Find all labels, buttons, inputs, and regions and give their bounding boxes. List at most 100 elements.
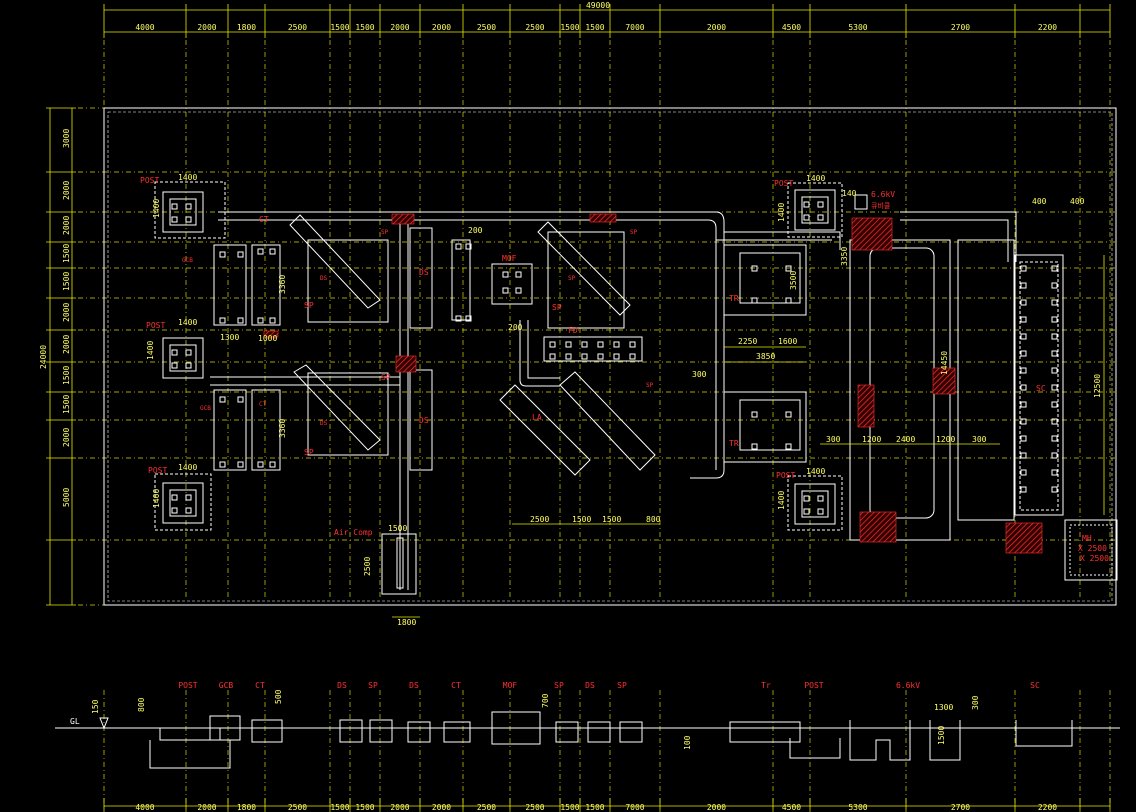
section-label-14: 6.6kV xyxy=(896,681,920,690)
post-footing-5 xyxy=(794,483,836,525)
bottom-dimension-1: 4000 xyxy=(135,803,154,812)
section-label-10: DS xyxy=(585,681,595,690)
top-dimension-1: 4000 xyxy=(135,23,154,32)
top-dimension-11: 1500 xyxy=(560,23,579,32)
bottom-dimension-12: 1500 xyxy=(585,803,604,812)
sp-label-7: SP xyxy=(646,382,654,389)
left-dimension-5: 1500 xyxy=(62,272,71,291)
ds-label-1: DS xyxy=(419,268,429,277)
post-label-1: POST xyxy=(140,176,159,185)
bottom-dimension-3: 1800 xyxy=(237,803,256,812)
dim-1500-b: 1500 xyxy=(602,515,621,524)
section-label-2: GCB xyxy=(219,681,234,690)
dim-1200-b: 1200 xyxy=(936,435,955,444)
left-dimension-3: 2000 xyxy=(62,216,71,235)
section-dim-1300: 1300 xyxy=(934,703,953,712)
dim-1800: 1800 xyxy=(397,618,416,627)
section-label-1: POST xyxy=(178,681,197,690)
top-dimension-3: 1800 xyxy=(237,23,256,32)
ct-label-1: CT xyxy=(259,215,269,224)
bottom-dimension-13: 7000 xyxy=(625,803,644,812)
foundation-pads xyxy=(171,201,1058,515)
post-footing-2 xyxy=(162,337,204,379)
top-dimension-18: 2200 xyxy=(1038,23,1057,32)
bottom-dimension-4: 2500 xyxy=(288,803,307,812)
dim-300-b: 300 xyxy=(972,435,987,444)
dim-1400-j: 1400 xyxy=(777,491,786,510)
dim-1500-c: 1500 xyxy=(388,524,407,533)
sp-label-5: SP xyxy=(381,229,389,236)
top-dimension-12: 1500 xyxy=(585,23,604,32)
sp-label-8: SP xyxy=(568,275,576,282)
mof-label: MOF xyxy=(502,254,517,263)
dim-1400-c: 1400 xyxy=(178,463,197,472)
section-label-13: POST xyxy=(804,681,823,690)
top-dimension-14: 2000 xyxy=(707,23,726,32)
mh-label-1: MH xyxy=(1082,534,1092,543)
bottom-dimension-5: 1500 xyxy=(330,803,349,812)
dim-300-a: 300 xyxy=(826,435,841,444)
post-footing-3 xyxy=(162,482,204,524)
top-dimension-17: 2700 xyxy=(951,23,970,32)
sp-label-2: SP xyxy=(304,448,314,457)
sixkv-sub-label: 큐비클 xyxy=(871,201,891,210)
section-dim-150: 150 xyxy=(91,699,100,714)
bottom-dimension-9: 2500 xyxy=(477,803,496,812)
dim-1400-d: 1400 xyxy=(806,174,825,183)
grid-centerlines xyxy=(78,40,1115,812)
post-footing-4 xyxy=(794,189,836,231)
dim-1000: 1000 xyxy=(258,334,277,343)
dim-3850: 3850 xyxy=(756,352,775,361)
ground-level-label: GL xyxy=(70,717,80,726)
top-dimension-7: 2000 xyxy=(390,23,409,32)
dim-12500: 12500 xyxy=(1093,374,1102,398)
top-dimension-6: 1500 xyxy=(355,23,374,32)
bottom-dimension-17: 2700 xyxy=(951,803,970,812)
bottom-dimension-11: 1500 xyxy=(560,803,579,812)
left-dimension-9: 1500 xyxy=(62,395,71,414)
top-dimension-13: 7000 xyxy=(625,23,644,32)
top-dimension-4: 2500 xyxy=(288,23,307,32)
sp-label-3: SP xyxy=(381,373,391,382)
section-view: GL 150 800 500 700 100 1300 1500 300 POS… xyxy=(55,681,1120,812)
plan-dimensions: 1400 1400 1400 1400 1400 1400 1400 1400 … xyxy=(146,173,1105,627)
section-dim-700: 700 xyxy=(541,693,550,708)
dim-300-c: 300 xyxy=(692,370,707,379)
gcb-label-2: GCB xyxy=(200,405,211,412)
dim-1300: 1300 xyxy=(220,333,239,342)
dim-1600: 1600 xyxy=(778,337,797,346)
sc-label: SC xyxy=(1036,384,1046,393)
post-label-4: POST xyxy=(774,179,793,188)
top-dimension-2: 2000 xyxy=(197,23,216,32)
dim-1500-a: 1500 xyxy=(572,515,591,524)
section-label-15: SC xyxy=(1030,681,1040,690)
dim-200-b: 200 xyxy=(508,323,523,332)
sp-label-4: SP xyxy=(552,303,562,312)
left-overall-dimension-label: 24000 xyxy=(39,345,48,369)
fd-label: FD xyxy=(568,326,578,335)
section-label-9: SP xyxy=(554,681,564,690)
bottom-dimension-16: 5300 xyxy=(848,803,867,812)
bottom-dimension-7: 2000 xyxy=(390,803,409,812)
top-dimension-15: 4500 xyxy=(782,23,801,32)
dim-2500-a: 2500 xyxy=(530,515,549,524)
ds-label-4: DS xyxy=(320,420,328,427)
dim-2500-b: 2500 xyxy=(363,557,372,576)
top-dimension-9: 2500 xyxy=(477,23,496,32)
ds-label-3: DS xyxy=(320,275,328,282)
tr-label-2: TR xyxy=(729,439,739,448)
bottom-dimension-6: 1500 xyxy=(355,803,374,812)
section-label-12: Tr xyxy=(761,681,771,690)
dim-1400-e: 1400 xyxy=(806,467,825,476)
dim-140: 140 xyxy=(842,189,857,198)
dim-3360-a: 3360 xyxy=(278,275,287,294)
bottom-dimension-18: 2200 xyxy=(1038,803,1057,812)
top-dimension-8: 2000 xyxy=(432,23,451,32)
dim-1400-i: 1400 xyxy=(777,203,786,222)
sp-label-1: SP xyxy=(304,301,314,310)
section-label-5: SP xyxy=(368,681,378,690)
left-dimension-10: 2000 xyxy=(62,428,71,447)
bottom-dimension-15: 4500 xyxy=(782,803,801,812)
